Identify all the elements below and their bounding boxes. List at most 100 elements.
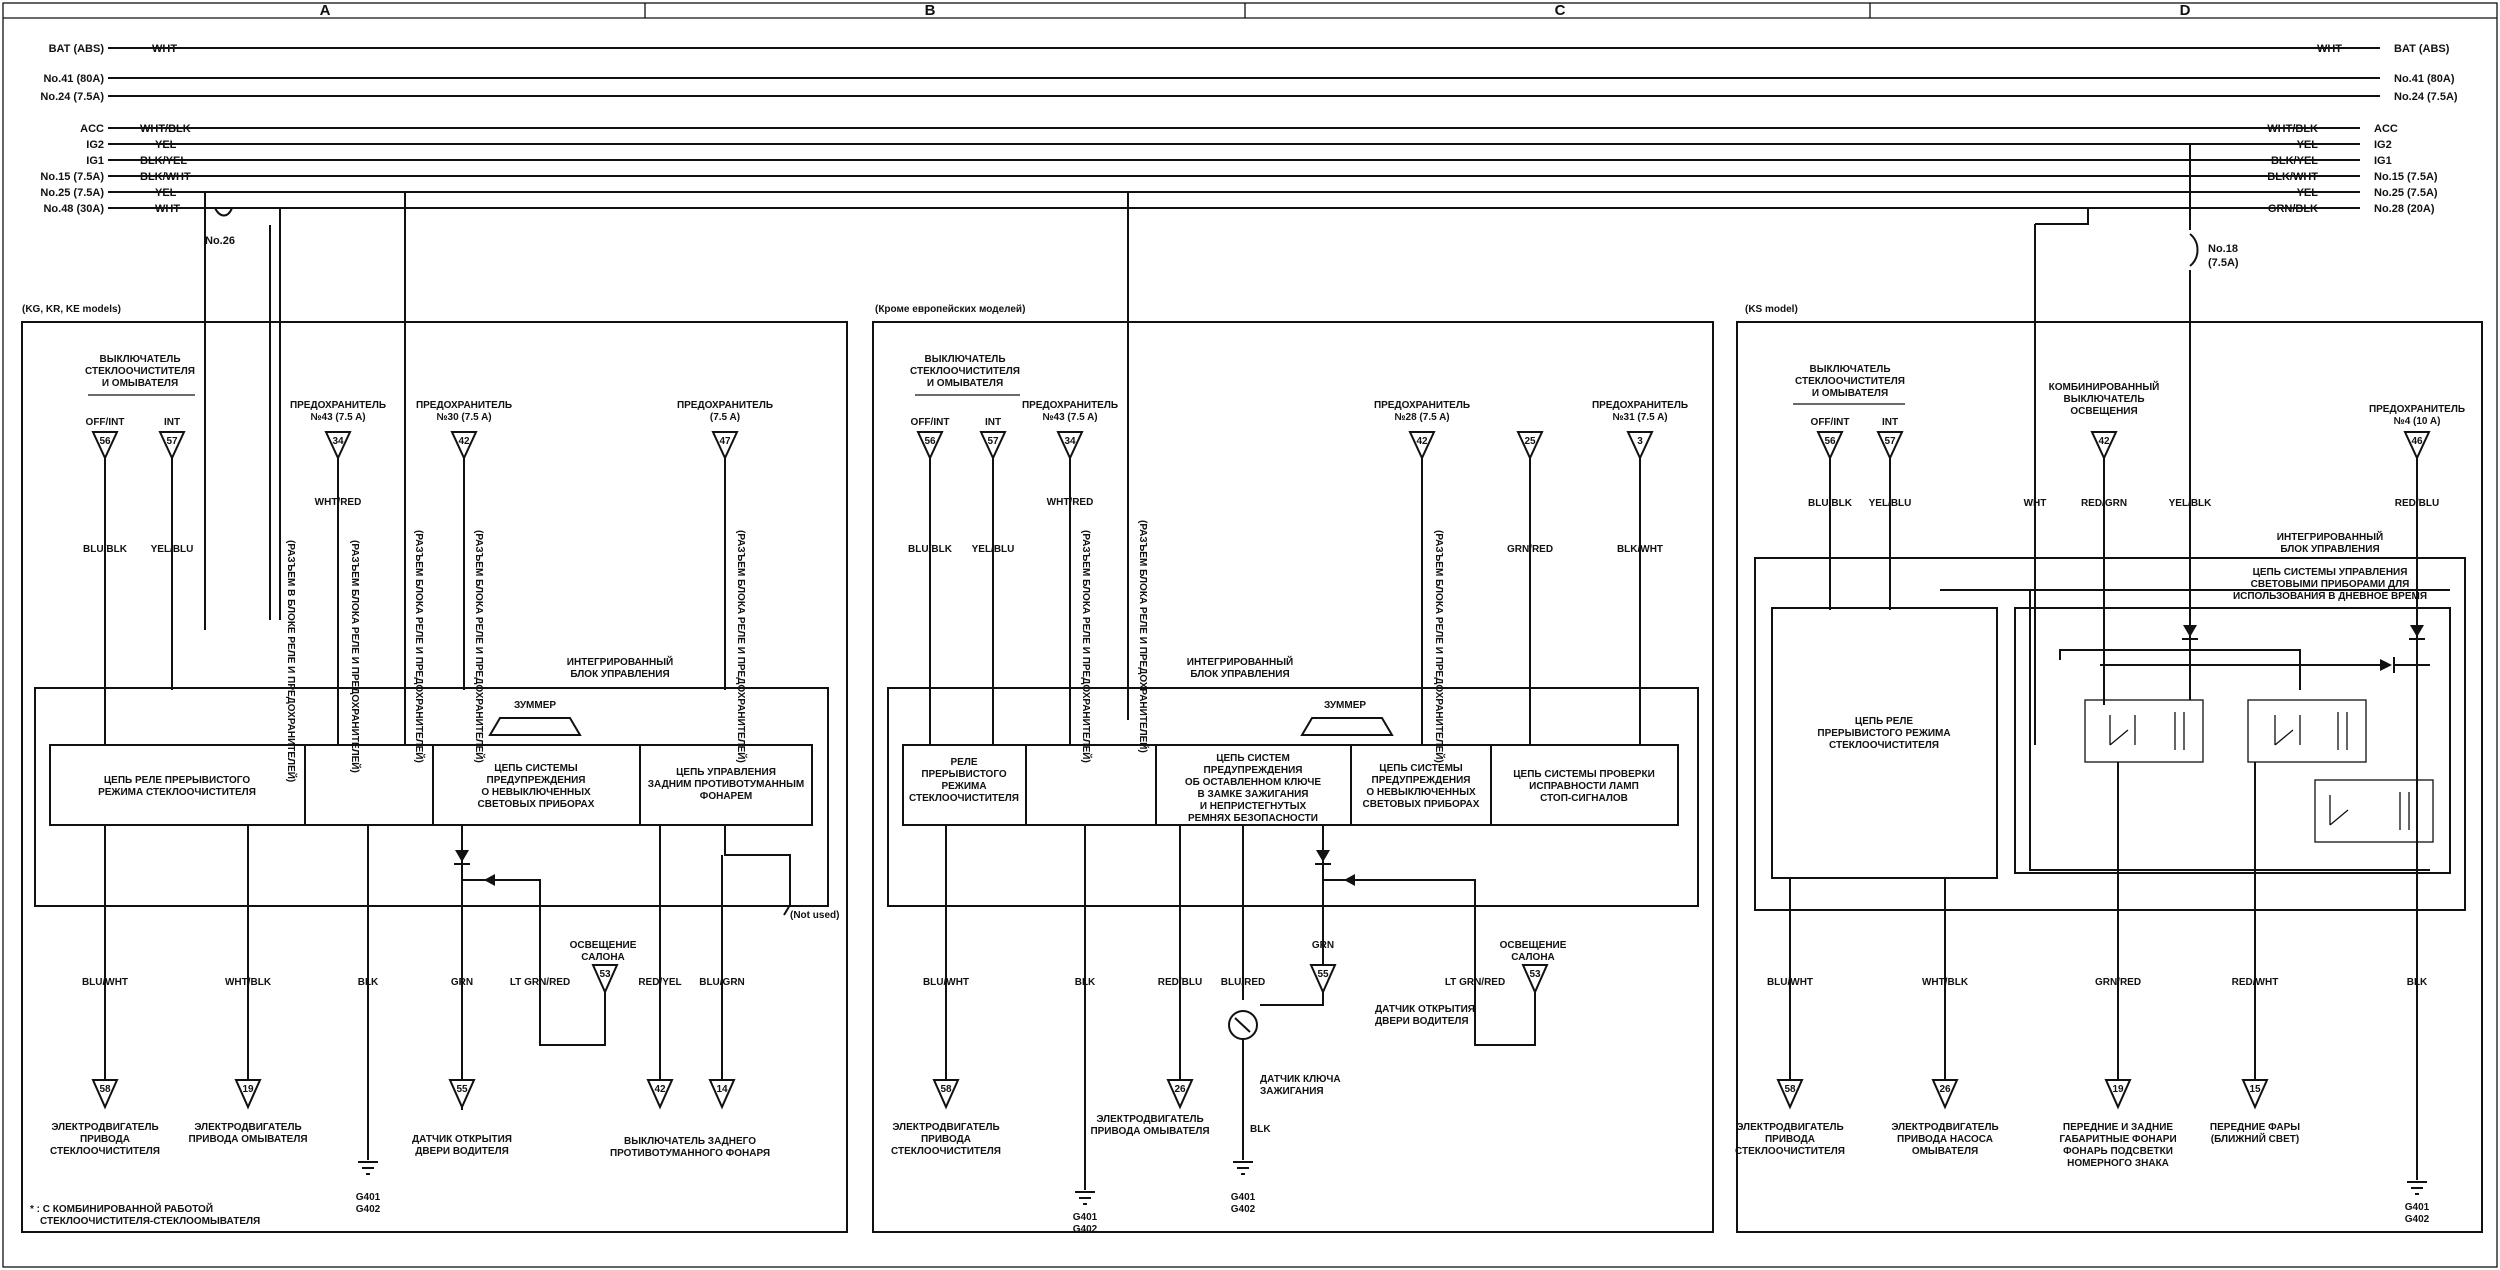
- bus-label-right-7: No.25 (7.5A): [2374, 187, 2438, 199]
- svg-text:G401: G401: [356, 1192, 381, 1203]
- svg-text:G402: G402: [2405, 1214, 2430, 1225]
- svg-text:СТЕКЛООЧИСТИТЕЛЯ: СТЕКЛООЧИСТИТЕЛЯ: [891, 1146, 1001, 1157]
- svg-text:BLU/BLK: BLU/BLK: [908, 544, 953, 555]
- left-title: (KG, KR, KE models): [22, 304, 121, 315]
- svg-text:ПРОТИВОТУМАННОГО ФОНАРЯ: ПРОТИВОТУМАННОГО ФОНАРЯ: [610, 1148, 770, 1159]
- svg-text:BLU/WHT: BLU/WHT: [82, 977, 128, 988]
- bus-label-left-0: BAT (ABS): [49, 43, 105, 55]
- svg-text:GRN: GRN: [1312, 940, 1334, 951]
- drl-circuit: [2014, 607, 2451, 874]
- bus-label-right-2: No.24 (7.5A): [2394, 91, 2458, 103]
- svg-text:ПРИВОДА ОМЫВАТЕЛЯ: ПРИВОДА ОМЫВАТЕЛЯ: [188, 1134, 307, 1145]
- integrated-control-unit-right: [1754, 557, 2466, 911]
- svg-text:ЗАДНИМ ПРОТИВОТУМАННЫМ: ЗАДНИМ ПРОТИВОТУМАННЫМ: [648, 779, 805, 790]
- section-middle: (Кроме европейских моделей) ВЫКЛЮЧАТЕЛЬ …: [872, 304, 1714, 1235]
- svg-text:RED/BLU: RED/BLU: [1158, 977, 1202, 988]
- svg-text:G402: G402: [1231, 1204, 1256, 1215]
- svg-text:РЕЖИМА СТЕКЛООЧИСТИТЕЛЯ: РЕЖИМА СТЕКЛООЧИСТИТЕЛЯ: [98, 787, 256, 798]
- svg-text:ПРЕДОХРАНИТЕЛЬ: ПРЕДОХРАНИТЕЛЬ: [1592, 400, 1688, 411]
- svg-text:BLK: BLK: [1075, 977, 1096, 988]
- svg-text:57: 57: [166, 436, 178, 447]
- svg-text:55: 55: [456, 1084, 468, 1095]
- svg-text:ВЫКЛЮЧАТЕЛЬ: ВЫКЛЮЧАТЕЛЬ: [1809, 364, 1890, 375]
- svg-text:47: 47: [719, 436, 731, 447]
- svg-text:(РАЗЪЕМ БЛОКА РЕЛЕ И ПРЕДОХРАН: (РАЗЪЕМ БЛОКА РЕЛЕ И ПРЕДОХРАНИТЕЛЕЙ): [735, 530, 748, 763]
- svg-text:ОБ ОСТАВЛЕННОМ КЛЮЧЕ: ОБ ОСТАВЛЕННОМ КЛЮЧЕ: [1185, 777, 1322, 788]
- svg-text:G402: G402: [356, 1204, 381, 1215]
- svg-text:СВЕТОВЫМИ ПРИБОРАМИ ДЛЯ: СВЕТОВЫМИ ПРИБОРАМИ ДЛЯ: [2251, 579, 2410, 590]
- svg-text:РЕЛЕ: РЕЛЕ: [950, 757, 977, 768]
- svg-text:INT: INT: [985, 417, 1001, 428]
- svg-text:26: 26: [1174, 1084, 1186, 1095]
- svg-text:СТЕКЛООЧИСТИТЕЛЯ: СТЕКЛООЧИСТИТЕЛЯ: [910, 366, 1020, 377]
- bus-wire-left-3: WHT/BLK: [140, 123, 191, 135]
- svg-text:ПЕРЕДНИЕ И ЗАДНИЕ: ПЕРЕДНИЕ И ЗАДНИЕ: [2063, 1122, 2174, 1133]
- svg-text:ЭЛЕКТРОДВИГАТЕЛЬ: ЭЛЕКТРОДВИГАТЕЛЬ: [1096, 1114, 1203, 1125]
- svg-text:G401: G401: [2405, 1202, 2430, 1213]
- svg-text:(РАЗЪЕМ БЛОКА РЕЛЕ И ПРЕДОХРАН: (РАЗЪЕМ БЛОКА РЕЛЕ И ПРЕДОХРАНИТЕЛЕЙ): [473, 530, 486, 763]
- svg-text:ФОНАРЬ ПОДСВЕТКИ: ФОНАРЬ ПОДСВЕТКИ: [2063, 1146, 2173, 1157]
- svg-text:WHT/BLK: WHT/BLK: [1922, 977, 1969, 988]
- svg-text:WHT/BLK: WHT/BLK: [225, 977, 272, 988]
- svg-text:42: 42: [654, 1084, 666, 1095]
- svg-text:53: 53: [599, 969, 611, 980]
- svg-text:ОСВЕЩЕНИЕ: ОСВЕЩЕНИЕ: [1500, 940, 1567, 951]
- svg-text:BLK: BLK: [1250, 1124, 1271, 1135]
- section-right: (KS model) ВЫКЛЮЧАТЕЛЬ СТЕКЛООЧИСТИТЕЛЯ …: [1735, 304, 2483, 1233]
- svg-text:ЦЕПЬ СИСТЕМ: ЦЕПЬ СИСТЕМ: [1216, 753, 1290, 764]
- svg-text:ПРИВОДА ОМЫВАТЕЛЯ: ПРИВОДА ОМЫВАТЕЛЯ: [1090, 1126, 1209, 1137]
- svg-text:(РАЗЪЕМ БЛОКА РЕЛЕ И ПРЕДОХРАН: (РАЗЪЕМ БЛОКА РЕЛЕ И ПРЕДОХРАНИТЕЛЕЙ): [1080, 530, 1093, 763]
- bus-wire-right-5: BLK/YEL: [2271, 155, 2318, 167]
- svg-text:САЛОНА: САЛОНА: [1511, 952, 1555, 963]
- bus-wire-left-4: YEL: [155, 139, 177, 151]
- bus-wire-right-4: YEL: [2297, 139, 2319, 151]
- bus-lines: [108, 47, 2380, 209]
- svg-text:(РАЗЪЕМ БЛОКА РЕЛЕ И ПРЕДОХРАН: (РАЗЪЕМ БЛОКА РЕЛЕ И ПРЕДОХРАНИТЕЛЕЙ): [1137, 520, 1150, 753]
- connector-pin-57: [158, 431, 186, 461]
- svg-text:YEL/BLU: YEL/BLU: [972, 544, 1015, 555]
- svg-text:РЕМНЯХ БЕЗОПАСНОСТИ: РЕМНЯХ БЕЗОПАСНОСТИ: [1188, 813, 1318, 824]
- column-b: B: [925, 2, 936, 19]
- svg-text:42: 42: [2098, 436, 2110, 447]
- svg-text:42: 42: [1416, 436, 1428, 447]
- bus-label-right-8: No.28 (20A): [2374, 203, 2435, 215]
- column-a: A: [320, 2, 331, 19]
- svg-text:56: 56: [99, 436, 111, 447]
- svg-text:19: 19: [2112, 1084, 2124, 1095]
- bus-wire-left-0: WHT: [152, 43, 177, 55]
- svg-text:ВЫКЛЮЧАТЕЛЬ ЗАДНЕГО: ВЫКЛЮЧАТЕЛЬ ЗАДНЕГО: [624, 1136, 756, 1147]
- right-circuit-wiper-relay: [1771, 607, 1998, 879]
- svg-text:46: 46: [2411, 436, 2423, 447]
- svg-text:ПРЕДОХРАНИТЕЛЬ: ПРЕДОХРАНИТЕЛЬ: [416, 400, 512, 411]
- svg-text:СТЕКЛООЧИСТИТЕЛЯ: СТЕКЛООЧИСТИТЕЛЯ: [1735, 1146, 1845, 1157]
- svg-text:25: 25: [1524, 436, 1536, 447]
- svg-text:(РАЗЪЕМ В БЛОКЕ РЕЛЕ И ПРЕДОХР: (РАЗЪЕМ В БЛОКЕ РЕЛЕ И ПРЕДОХРАНИТЕЛЕЙ): [285, 540, 298, 782]
- svg-text:ЗАЖИГАНИЯ: ЗАЖИГАНИЯ: [1260, 1086, 1324, 1097]
- bus-wire-right-8: GRN/BLK: [2268, 203, 2318, 215]
- svg-text:ИНТЕГРИРОВАННЫЙ: ИНТЕГРИРОВАННЫЙ: [2277, 530, 2383, 543]
- svg-text:GRN/RED: GRN/RED: [2095, 977, 2141, 988]
- svg-text:INT: INT: [1882, 417, 1898, 428]
- svg-text:ЭЛЕКТРОДВИГАТЕЛЬ: ЭЛЕКТРОДВИГАТЕЛЬ: [1736, 1122, 1843, 1133]
- relay-1: [2084, 699, 2204, 763]
- svg-text:RED/YEL: RED/YEL: [638, 977, 681, 988]
- svg-text:WHT/RED: WHT/RED: [1047, 497, 1094, 508]
- right-title: (KS model): [1745, 304, 1798, 315]
- svg-text:ПРЕРЫВИСТОГО РЕЖИМА: ПРЕРЫВИСТОГО РЕЖИМА: [1817, 728, 1950, 739]
- fuse-symbol-right: [2189, 233, 2199, 267]
- bus-label-left-6: No.15 (7.5A): [40, 171, 104, 183]
- svg-text:(РАЗЪЕМ БЛОКА РЕЛЕ И ПРЕДОХРАН: (РАЗЪЕМ БЛОКА РЕЛЕ И ПРЕДОХРАНИТЕЛЕЙ): [413, 530, 426, 763]
- integrated-control-unit-middle: [887, 687, 1699, 907]
- svg-text:(7.5 A): (7.5 A): [710, 412, 740, 423]
- svg-text:РЕЖИМА: РЕЖИМА: [941, 781, 986, 792]
- svg-text:№31 (7.5 A): №31 (7.5 A): [1612, 412, 1667, 423]
- svg-text:ЦЕПЬ УПРАВЛЕНИЯ: ЦЕПЬ УПРАВЛЕНИЯ: [676, 767, 776, 778]
- relay-2: [2247, 699, 2367, 763]
- svg-text:ВЫКЛЮЧАТЕЛЬ: ВЫКЛЮЧАТЕЛЬ: [2063, 394, 2144, 405]
- svg-text:57: 57: [987, 436, 999, 447]
- svg-text:ИСПРАВНОСТИ ЛАМП: ИСПРАВНОСТИ ЛАМП: [1529, 781, 1639, 792]
- svg-text:OFF/INT: OFF/INT: [1811, 417, 1850, 428]
- svg-text:(БЛИЖНИЙ СВЕТ): (БЛИЖНИЙ СВЕТ): [2211, 1132, 2299, 1145]
- svg-text:ПРЕДУПРЕЖДЕНИЯ: ПРЕДУПРЕЖДЕНИЯ: [487, 775, 586, 786]
- svg-text:ПРЕДОХРАНИТЕЛЬ: ПРЕДОХРАНИТЕЛЬ: [1374, 400, 1470, 411]
